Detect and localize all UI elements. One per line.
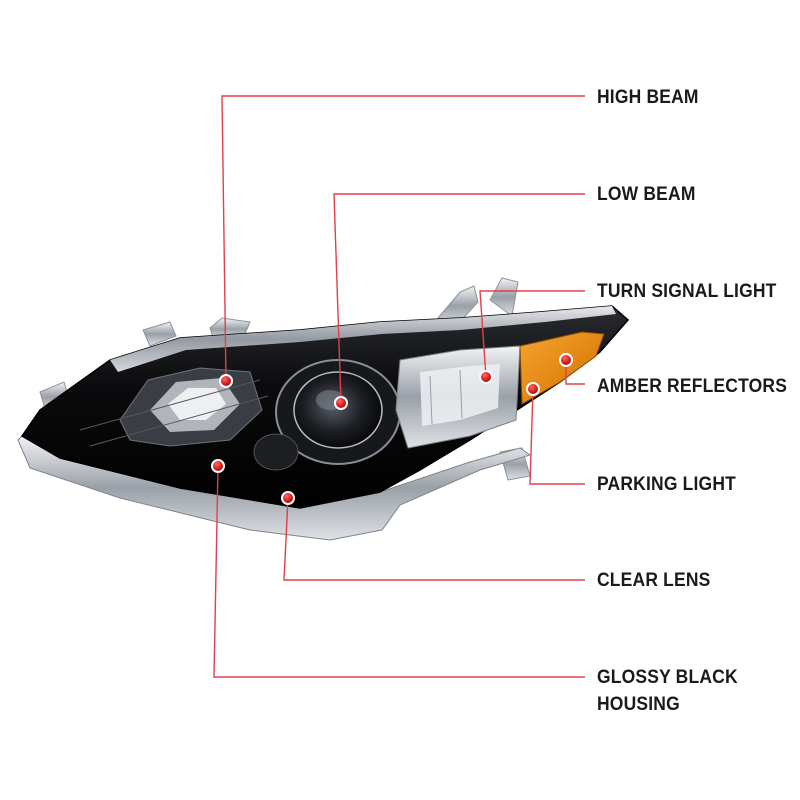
marker-dot-high-beam [219,374,233,388]
marker-dot-parking-light [526,382,540,396]
turn-signal-reflector [395,345,521,449]
marker-dot-low-beam [334,396,348,410]
callout-line-turn-signal [479,290,585,378]
label-parking-light: PARKING LIGHT [597,474,736,495]
label-turn-signal-light: TURN SIGNAL LIGHT [597,281,777,302]
label-glossy-black-housing-line1: GLOSSY BLACK [597,667,738,688]
label-clear-lens: CLEAR LENS [597,570,711,591]
callout-line-amber-reflectors [565,360,585,385]
callout-line-parking-light [529,388,585,485]
projector-lens [253,359,401,471]
callout-line-low-beam [333,193,585,404]
marker-dot-turn-signal [479,370,493,384]
top-chrome-strip [110,306,616,372]
label-amber-reflectors: AMBER REFLECTORS [597,376,788,397]
marker-dot-clear-lens [281,491,295,505]
callout-line-high-beam [221,95,585,382]
marker-dot-glossy-black [211,459,225,473]
label-high-beam: HIGH BEAM [597,87,699,108]
callout-line-glossy-black [213,465,585,678]
label-glossy-black-housing: GLOSSY BLACK HOUSING [597,664,738,718]
label-low-beam: LOW BEAM [597,184,696,205]
amber-reflector [519,331,605,405]
callout-lines [213,95,585,678]
callout-markers [211,353,573,505]
marker-dot-amber-reflectors [559,353,573,367]
callout-line-clear-lens [283,497,585,581]
label-glossy-black-housing-line2: HOUSING [597,694,680,715]
